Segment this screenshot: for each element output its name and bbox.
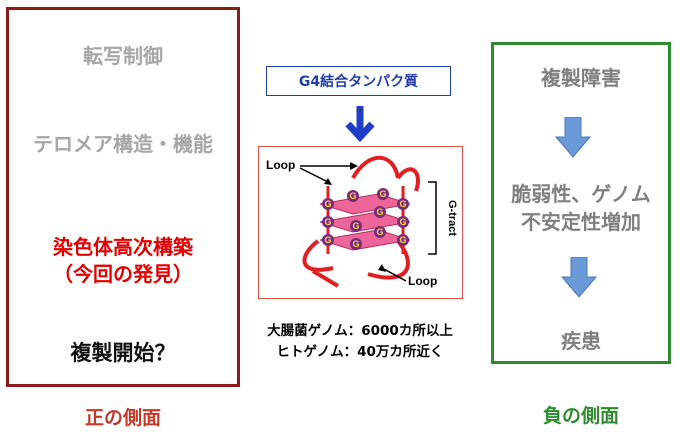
g4-binding-protein-box: G4結合タンパク質: [266, 66, 451, 96]
g-quadruplex-diagram: G G G G G G G G G G G G Loop Loop G-trac…: [266, 155, 458, 288]
this-discovery-text: （今回の発見）: [53, 262, 193, 286]
g-letter: G: [399, 217, 406, 227]
g-letter: G: [352, 221, 359, 231]
fragility-text: 脆弱性、ゲノム: [511, 182, 651, 206]
g-letter: G: [324, 217, 331, 227]
negative-aspect-label: 負の側面: [542, 405, 619, 427]
replication-failure-text: 複製障害: [541, 66, 621, 90]
loop-bottom-label: Loop: [408, 274, 437, 288]
loop-top-label: Loop: [266, 158, 295, 172]
human-genome-caption: ヒトゲノム：40万カ所近く: [276, 344, 444, 360]
g-letter: G: [324, 199, 331, 209]
g-letter: G: [324, 235, 331, 245]
g-letter: G: [376, 227, 383, 237]
negative-aspects-box: [491, 42, 671, 364]
positive-aspects-box: [6, 7, 240, 387]
down-arrow-icon: [555, 117, 591, 158]
telomere-text: テロメア構造・機能: [33, 132, 213, 156]
positive-aspect-label: 正の側面: [84, 407, 161, 429]
transcription-control-text: 転写制御: [83, 44, 163, 68]
g-quadruplex-figure-box: [258, 146, 463, 299]
g-letter: G: [399, 235, 406, 245]
g-letter: G: [399, 199, 406, 209]
g-letter: G: [352, 239, 359, 249]
g-letter: G: [379, 189, 386, 199]
g-tract-label: G-tract: [446, 200, 458, 236]
down-arrow-icon: [561, 257, 597, 298]
disease-text: 疾患: [561, 329, 601, 353]
g-letter: G: [376, 207, 383, 217]
instability-text: 不安定性増加: [521, 210, 641, 234]
replication-start-text: 複製開始？: [70, 341, 176, 365]
g-letter: G: [349, 191, 356, 201]
down-arrow-icon: [345, 106, 375, 143]
g4-binding-protein-label: G4結合タンパク質: [298, 74, 419, 90]
ecoli-genome-caption: 大腸菌ゲノム：6000カ所以上: [267, 323, 453, 339]
chromosome-structure-text: 染色体高次構築: [53, 235, 193, 259]
